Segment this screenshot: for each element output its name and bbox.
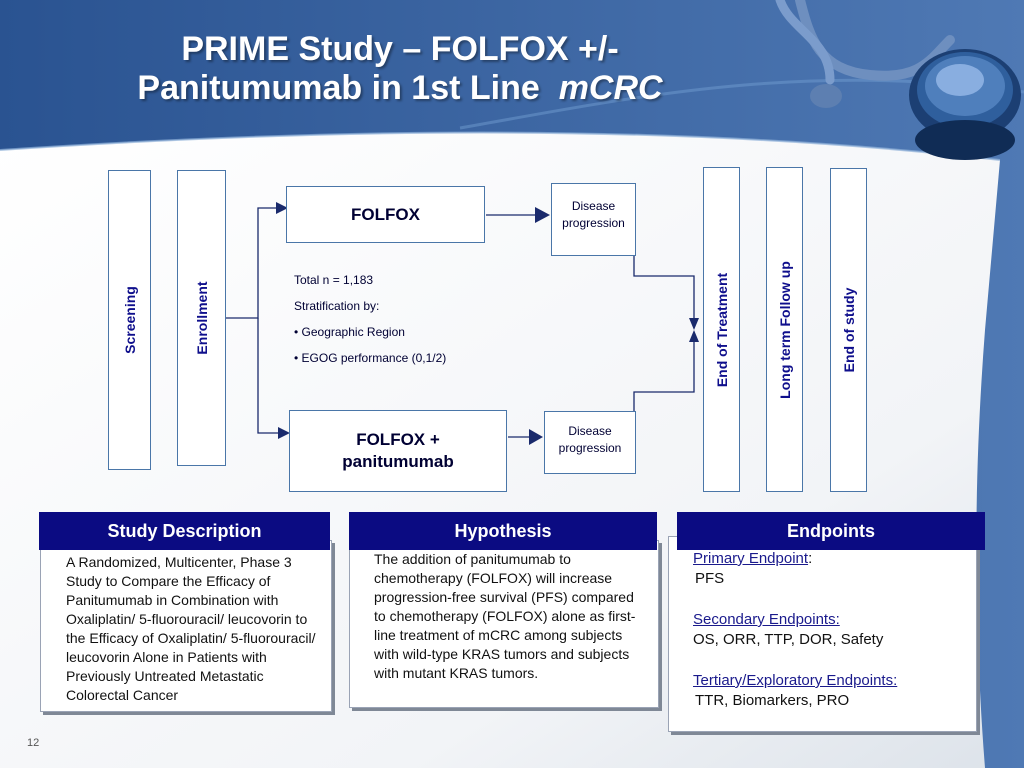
enrollment-info: Total n = 1,183 Stratification by: • Geo… [294,267,514,371]
enrollment-box: Enrollment [177,170,226,466]
disease-progression-bottom-box: Disease progression [544,411,636,474]
disease-progression-top-label: Disease progression [562,198,625,230]
study-description-header: Study Description [39,512,330,550]
hypothesis-header: Hypothesis [349,512,657,550]
enrollment-label: Enrollment [193,281,210,355]
long-term-follow-up-label: Long term Follow up [776,260,793,399]
primary-endpoint-label: Primary Endpoint [693,550,809,567]
screening-box: Screening [108,170,151,470]
stratification-label: Stratification by: [294,299,380,313]
end-of-treatment-box: End of Treatment [703,167,740,492]
primary-endpoint-value: PFS [695,570,725,587]
stratification-bullet-region: • Geographic Region [294,325,405,339]
end-of-study-label: End of study [840,287,857,373]
study-description-panel: A Randomized, Multicenter, Phase 3 Study… [40,540,332,712]
hypothesis-text: The addition of panitumumab to chemother… [374,551,636,681]
end-of-treatment-label: End of Treatment [713,272,730,387]
total-n: Total n = 1,183 [294,273,374,287]
stethoscope-icon [775,0,1021,160]
slide-title: PRIME Study – FOLFOX +/- Panitumumab in … [70,30,730,108]
disease-progression-bottom-label: Disease progression [558,423,622,455]
tertiary-endpoints-value: TTR, Biomarkers, PRO [695,692,850,709]
secondary-endpoints-value: OS, ORR, TTP, DOR, Safety [693,631,884,648]
folfox-panitumumab-arm-box: FOLFOX + panitumumab [289,410,507,492]
title-line-1: PRIME Study – FOLFOX +/- [181,30,619,68]
folfox-arm-box: FOLFOX [286,186,485,243]
secondary-endpoints-label: Secondary Endpoints: [693,611,840,628]
hypothesis-panel: The addition of panitumumab to chemother… [349,540,659,708]
page-number: 12 [27,737,40,749]
endpoints-header: Endpoints [677,512,985,550]
long-term-follow-up-box: Long term Follow up [766,167,803,492]
endpoints-panel: Primary Endpoint: PFS Secondary Endpoint… [668,536,977,732]
disease-progression-top-box: Disease progression [551,183,636,256]
tertiary-endpoints-label: Tertiary/Exploratory Endpoints: [693,672,898,689]
stratification-bullet-performance: • EGOG performance (0,1/2) [294,351,447,365]
screening-label: Screening [121,286,138,354]
folfox-arm-label: FOLFOX [351,204,420,224]
end-of-study-box: End of study [830,168,867,492]
study-description-text: A Randomized, Multicenter, Phase 3 Study… [66,554,316,703]
title-italic: mCRC [558,69,663,107]
folfox-panitumumab-arm-label: FOLFOX + panitumumab [342,430,454,471]
title-line-2: Panitumumab in 1st Line [137,69,540,107]
